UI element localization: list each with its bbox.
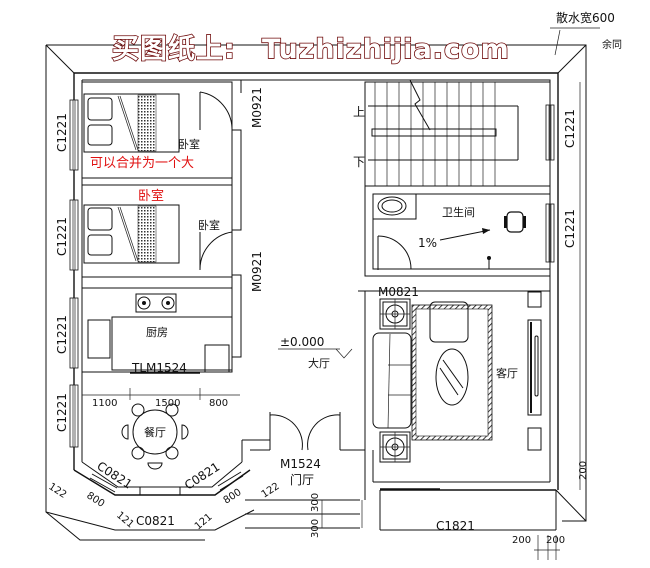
room-label-dining: 餐厅 (144, 425, 166, 439)
window-label-left-3: C1221 (55, 315, 69, 354)
door-label-bedroom-2: M0921 (250, 251, 264, 292)
dimension-lines (278, 27, 600, 560)
dim-bay-left-side: 122 (46, 481, 68, 501)
dim-dining-a: 1100 (92, 398, 117, 409)
room-label-living: 客厅 (496, 366, 518, 380)
dim-bottom-1: 200 (512, 535, 531, 546)
window-label-bay-bottom: C0821 (136, 514, 175, 528)
stair-down-label: 下 (353, 155, 365, 169)
apron-note: 散水宽600 (556, 10, 615, 25)
stair-up-label: 上 (353, 105, 365, 119)
dim-step-2: 300 (310, 519, 321, 538)
dim-bottom-2: 200 (546, 535, 565, 546)
room-label-bedroom-2: 卧室 (198, 218, 220, 232)
apron-note-same: 余同 (602, 38, 622, 51)
staircase (364, 79, 551, 187)
window-label-right-1: C1221 (563, 109, 577, 148)
foyer (245, 412, 374, 529)
dim-bay-right-side: 122 (260, 481, 282, 501)
dim-bay-right-offset: 121 (193, 512, 215, 533)
apron-outline (45, 44, 587, 541)
merge-note-line1: 可以合并为一个大 (90, 156, 194, 171)
dim-step-1: 300 (310, 493, 321, 512)
room-label-bedroom-1: 卧室 (178, 137, 200, 151)
room-label-kitchen: 厨房 (146, 326, 168, 339)
window-label-left-1: C1221 (55, 113, 69, 152)
elevation-label: ±0.000 (280, 335, 324, 349)
dim-dining-b: 1500 (155, 398, 180, 409)
bedroom-2 (81, 184, 233, 278)
merge-note-line2: 卧室 (138, 188, 164, 204)
door-label-bedroom-1: M0921 (250, 87, 264, 128)
window-label-living-bottom: C1821 (436, 519, 475, 533)
kitchen (81, 287, 233, 374)
door-label-bathroom: M0821 (378, 285, 419, 299)
door-label-kitchen-sliding: TLM1524 (131, 361, 187, 375)
dim-dining-c: 800 (209, 398, 228, 409)
bathroom-slope: 1% (418, 236, 437, 250)
room-label-bathroom: 卫生间 (442, 205, 475, 219)
watermark-site: Tuzhizhijia.com (262, 34, 510, 65)
lamp-table (379, 298, 411, 463)
room-label-foyer: 门厅 (290, 472, 314, 487)
window-label-left-2: C1221 (55, 217, 69, 256)
window-label-bay-right: C0821 (182, 460, 222, 493)
room-label-hall: 大厅 (308, 356, 330, 370)
dim-bay-right-width: 800 (222, 487, 244, 507)
dim-bay-left-width: 800 (84, 490, 106, 510)
dining-room (45, 380, 270, 531)
dim-right-offset: 200 (578, 461, 589, 480)
bedroom-partition (231, 80, 242, 358)
window-label-right-2: C1221 (563, 209, 577, 248)
bathroom (364, 185, 551, 277)
window-label-left-4: C1221 (55, 393, 69, 432)
door-label-main-entry: M1524 (280, 457, 321, 471)
living-room (358, 290, 550, 490)
dim-bay-left-offset: 121 (114, 510, 136, 531)
left-windows (69, 99, 79, 448)
watermark-cn: 买图纸上: (112, 33, 236, 65)
exterior-walls (73, 72, 559, 531)
